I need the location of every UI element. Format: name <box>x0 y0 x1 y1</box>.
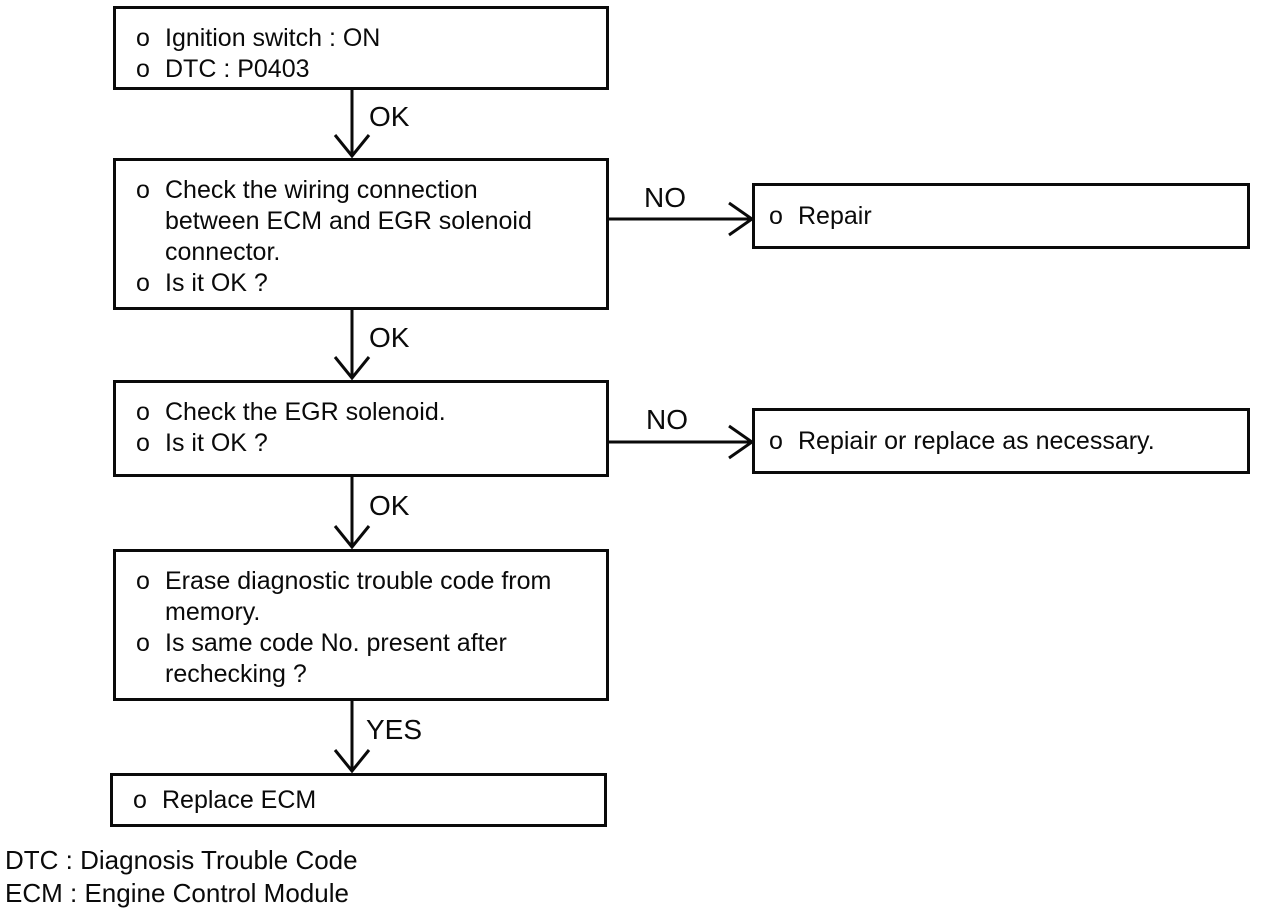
arrow-down-icon <box>328 700 376 774</box>
arrow-down-icon <box>328 310 376 381</box>
flow-text: Repair <box>798 201 872 230</box>
bullet-marker: o <box>133 785 147 814</box>
edge-label-no: NO <box>644 182 686 213</box>
bullet-marker: o <box>769 201 783 230</box>
flow-text: Replace ECM <box>162 785 317 814</box>
arrow-down-icon <box>328 476 376 550</box>
edge-label-ok: OK <box>369 322 410 353</box>
bullet-marker: o <box>769 426 783 455</box>
flow-text: Is it OK ? <box>165 269 268 297</box>
bullet-marker: o <box>136 176 150 204</box>
flow-box-check-egr-solenoid: o Check the EGR solenoid. o Is it OK ? <box>113 380 609 477</box>
bullet-item: o Repiair or replace as necessary. <box>769 426 1239 457</box>
flow-text: Is same code No. present after <box>165 629 507 657</box>
bullet-marker: o <box>136 398 150 426</box>
bullet-item: o Replace ECM <box>133 785 596 816</box>
flow-box-conditions: o Ignition switch : ON o DTC : P0403 <box>113 6 609 90</box>
bullet-item: o Is it OK ? <box>136 428 598 459</box>
flow-text: rechecking ? <box>165 660 307 688</box>
flow-text: Check the wiring connection <box>165 176 478 204</box>
flow-box-repair: o Repair <box>752 183 1250 249</box>
flow-text: Is it OK ? <box>165 429 268 457</box>
flow-text: Ignition switch : ON <box>165 24 381 52</box>
bullet-item: o Erase diagnostic trouble code from mem… <box>136 566 598 628</box>
bullet-item: o Ignition switch : ON <box>136 23 598 54</box>
bullet-item: o Check the EGR solenoid. <box>136 397 598 428</box>
bullet-marker: o <box>136 269 150 297</box>
edge-label-ok: OK <box>369 490 410 521</box>
flow-text: memory. <box>165 598 261 626</box>
edge-label-ok: OK <box>369 101 410 132</box>
flow-text: Erase diagnostic trouble code from <box>165 567 552 595</box>
abbreviation-legend: DTC : Diagnosis Trouble Code ECM : Engin… <box>5 844 358 910</box>
flow-box-replace-ecm: o Replace ECM <box>110 773 607 827</box>
bullet-item: o Is it OK ? <box>136 268 598 299</box>
legend-line-ecm: ECM : Engine Control Module <box>5 878 349 908</box>
edge-label-yes: YES <box>366 714 423 745</box>
bullet-marker: o <box>136 567 150 595</box>
flow-text: DTC : P0403 <box>165 55 310 83</box>
legend-line-dtc: DTC : Diagnosis Trouble Code <box>5 845 358 875</box>
bullet-marker: o <box>136 55 150 83</box>
flow-text: between ECM and EGR solenoid <box>165 207 532 235</box>
flow-box-check-wiring: o Check the wiring connection between EC… <box>113 158 609 310</box>
flow-text: connector. <box>165 238 281 266</box>
bullet-marker: o <box>136 629 150 657</box>
edge-label-no: NO <box>646 404 688 435</box>
bullet-marker: o <box>136 429 150 457</box>
arrow-down-icon <box>328 89 376 159</box>
bullet-item: o DTC : P0403 <box>136 54 598 85</box>
flow-text: Repiair or replace as necessary. <box>798 426 1155 455</box>
flow-text: Check the EGR solenoid. <box>165 398 446 426</box>
bullet-item: o Is same code No. present after recheck… <box>136 628 598 690</box>
bullet-item: o Check the wiring connection between EC… <box>136 175 598 268</box>
flow-box-repair-or-replace: o Repiair or replace as necessary. <box>752 408 1250 474</box>
bullet-marker: o <box>136 24 150 52</box>
flow-box-erase-dtc: o Erase diagnostic trouble code from mem… <box>113 549 609 701</box>
bullet-item: o Repair <box>769 201 1239 232</box>
